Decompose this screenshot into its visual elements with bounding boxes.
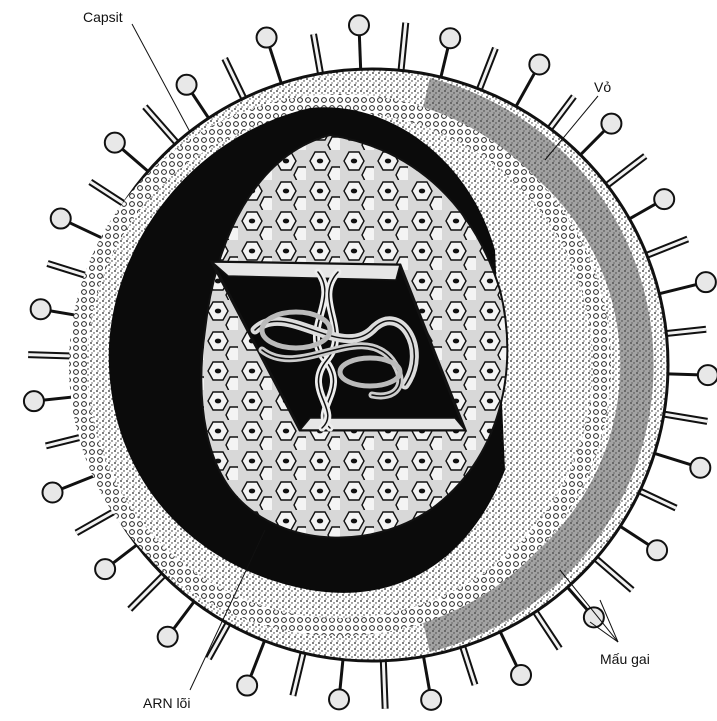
spike-knob: [654, 189, 674, 209]
spike-rod-highlight: [636, 489, 676, 508]
spike-rod-highlight: [90, 182, 127, 206]
spike-rod-highlight: [547, 96, 573, 131]
spike-knob: [257, 28, 277, 48]
spike-knob: [511, 665, 531, 685]
label-arn-loi: ARN lõi: [143, 695, 190, 711]
spike-knob: [421, 690, 441, 710]
spike-rod-highlight: [293, 649, 304, 696]
spike-knob: [237, 676, 257, 696]
label-capsit: Capsit: [83, 9, 123, 25]
spike-rod-highlight: [209, 620, 230, 658]
spike-knob: [690, 458, 710, 478]
spike-knob: [95, 559, 115, 579]
spike-knob: [601, 114, 621, 134]
spike-rod-highlight: [533, 608, 559, 648]
spike-knob: [51, 209, 71, 229]
spike-rod-highlight: [643, 239, 688, 257]
spike-knob: [177, 75, 197, 95]
spike-knob: [696, 272, 716, 292]
spike-rod-highlight: [130, 572, 167, 609]
spike-knob: [329, 689, 349, 709]
spike-knob: [647, 540, 667, 560]
label-mau-gai: Mấu gai: [600, 651, 650, 667]
spike-knob: [158, 627, 178, 647]
spike-knob: [440, 28, 460, 48]
spike-rod-highlight: [461, 643, 474, 685]
spike-knob: [43, 483, 63, 503]
spike-rod-highlight: [225, 59, 246, 102]
spike-rod-highlight: [593, 556, 632, 590]
spike-knob: [698, 365, 717, 385]
spike-knob: [105, 133, 125, 153]
spike-rod-highlight: [604, 156, 645, 188]
label-vo: Vỏ: [594, 79, 611, 95]
spike-rod-highlight: [76, 509, 118, 533]
spike-rod-highlight: [383, 657, 385, 709]
spike-knob: [349, 15, 369, 35]
spike-knob: [24, 391, 44, 411]
spike-knob: [529, 54, 549, 74]
spike-rod-highlight: [145, 107, 179, 146]
spike-rod-highlight: [478, 48, 495, 93]
spike-knob: [31, 299, 51, 319]
